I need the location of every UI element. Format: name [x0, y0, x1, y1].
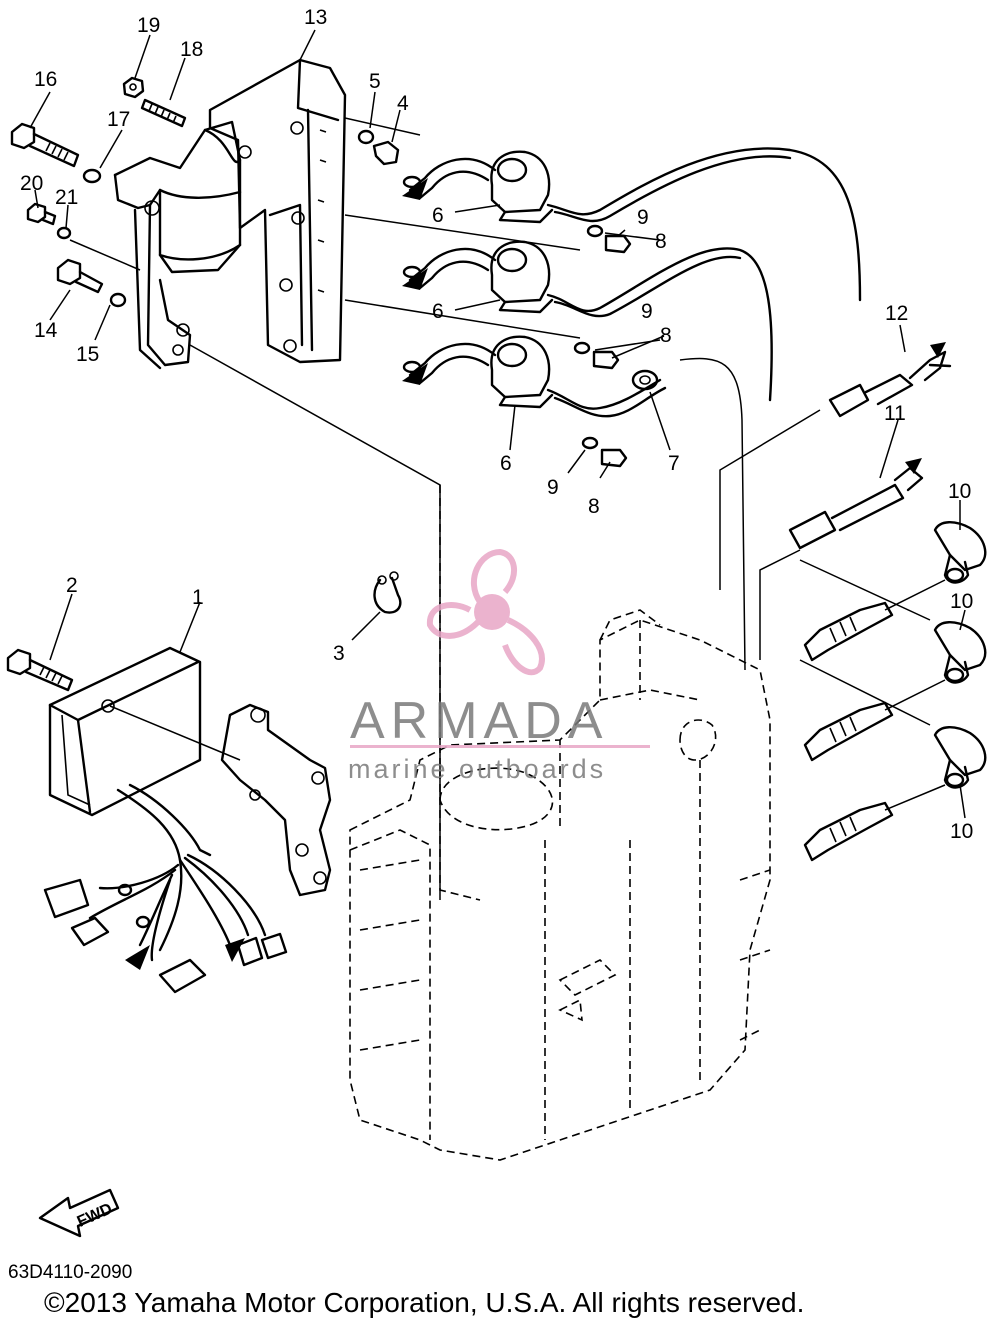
callout-8b: 8	[660, 324, 672, 347]
callout-16: 16	[34, 68, 57, 91]
watermark-tagline: marine outboards	[348, 754, 606, 784]
ignition-coil-middle	[402, 240, 773, 402]
callout-5: 5	[369, 70, 381, 93]
fwd-label: FWD	[75, 1200, 115, 1230]
callout-6b: 6	[432, 300, 444, 323]
armada-logo: ARMADA marine outboards	[348, 548, 650, 784]
callout-14: 14	[34, 319, 58, 342]
callout-8c: 8	[588, 495, 600, 518]
callout-6c: 6	[500, 452, 512, 475]
ignition-coil-upper	[402, 147, 862, 302]
callout-21: 21	[55, 186, 78, 209]
callout-7: 7	[668, 452, 680, 475]
callout-9a: 9	[637, 206, 649, 229]
callout-numbers: 1 2 3 4 5 6 6 6 7 8 8 8 9 9 9 10 10 10 1…	[20, 6, 973, 843]
thermo-sensor	[828, 342, 952, 418]
clip	[373, 571, 402, 614]
thermo-switch	[788, 458, 924, 550]
callout-10b: 10	[950, 590, 973, 613]
callout-20: 20	[20, 172, 43, 195]
plug-cap-lower	[933, 726, 987, 789]
spark-plugs	[799, 559, 946, 862]
callout-6a: 6	[432, 204, 444, 227]
clamp-bracket	[113, 120, 242, 370]
cdi-unit	[6, 646, 288, 994]
callout-17: 17	[107, 108, 130, 131]
cdi-bracket	[220, 703, 332, 897]
callout-1: 1	[192, 586, 204, 609]
coil-bracket	[208, 58, 347, 364]
leader-lines	[29, 29, 966, 819]
callout-12: 12	[885, 302, 908, 325]
callout-10c: 10	[950, 820, 973, 843]
grommet	[631, 369, 659, 391]
guide-lines	[189, 117, 821, 901]
ignition-coil-lower	[402, 335, 667, 418]
watermark-rule	[350, 745, 650, 748]
callout-4: 4	[397, 92, 409, 115]
plug-cap-upper	[933, 521, 987, 584]
callout-8a: 8	[655, 230, 667, 253]
callout-15: 15	[76, 343, 99, 366]
coil-bolt-washer	[357, 129, 400, 166]
callout-3: 3	[333, 642, 345, 665]
diagram-code: 63D4110-2090	[8, 1262, 132, 1283]
callout-9b: 9	[641, 300, 653, 323]
callout-2: 2	[66, 574, 78, 597]
callout-18: 18	[180, 38, 203, 61]
callout-13: 13	[304, 6, 327, 29]
copyright-notice: ©2013 Yamaha Motor Corporation, U.S.A. A…	[44, 1287, 804, 1318]
propeller-icon	[426, 548, 545, 676]
coil-bolts	[573, 224, 632, 468]
plug-cap-middle	[933, 621, 987, 684]
callout-19: 19	[137, 14, 160, 37]
callout-10a: 10	[948, 480, 971, 503]
fasteners	[10, 76, 187, 308]
callout-9c: 9	[547, 476, 559, 499]
watermark-brand: ARMADA	[350, 692, 608, 750]
engine-block	[349, 609, 771, 1161]
fwd-arrow: FWD	[38, 1188, 120, 1238]
callout-11: 11	[884, 402, 906, 425]
